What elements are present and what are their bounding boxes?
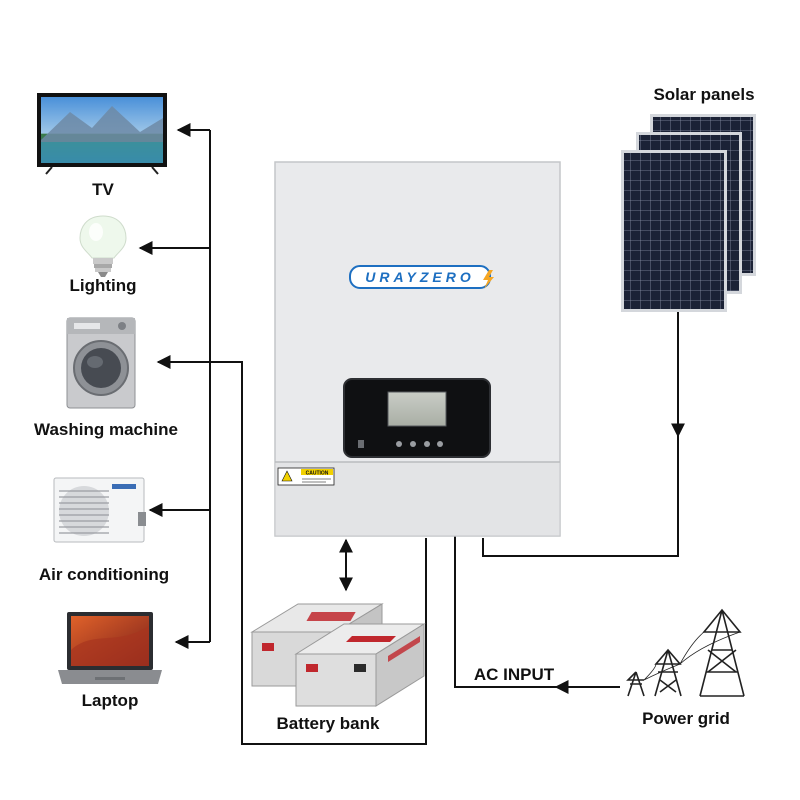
laptop-label: Laptop — [82, 691, 139, 710]
brand-logo: URAYZERO — [349, 265, 494, 289]
brand-name: URAYZERO — [365, 269, 475, 285]
tv-icon — [37, 93, 167, 175]
svg-text:CAUTION: CAUTION — [306, 471, 329, 477]
inverter-unit: URAYZERO CAUTION — [274, 161, 561, 537]
light-bulb-icon — [79, 215, 127, 277]
solar-panels-label: Solar panels — [653, 85, 754, 104]
washing-machine-label: Washing machine — [34, 420, 178, 439]
power-grid-icon — [626, 608, 745, 697]
power-grid-label: Power grid — [642, 709, 730, 728]
display-panel — [343, 378, 491, 458]
ac-input-label: AC INPUT — [474, 665, 555, 684]
air-conditioner-icon — [53, 477, 146, 543]
lighting-label: Lighting — [69, 276, 136, 295]
washing-machine-icon — [66, 317, 136, 409]
solar-panels-icon — [621, 114, 756, 312]
laptop-icon — [58, 612, 162, 684]
air-conditioning-label: Air conditioning — [39, 565, 169, 584]
tv-label: TV — [92, 180, 114, 199]
wiring — [138, 123, 685, 745]
caution-label: CAUTION — [277, 467, 335, 486]
battery-bank-icon — [250, 603, 426, 707]
battery-bank-label: Battery bank — [277, 714, 381, 733]
